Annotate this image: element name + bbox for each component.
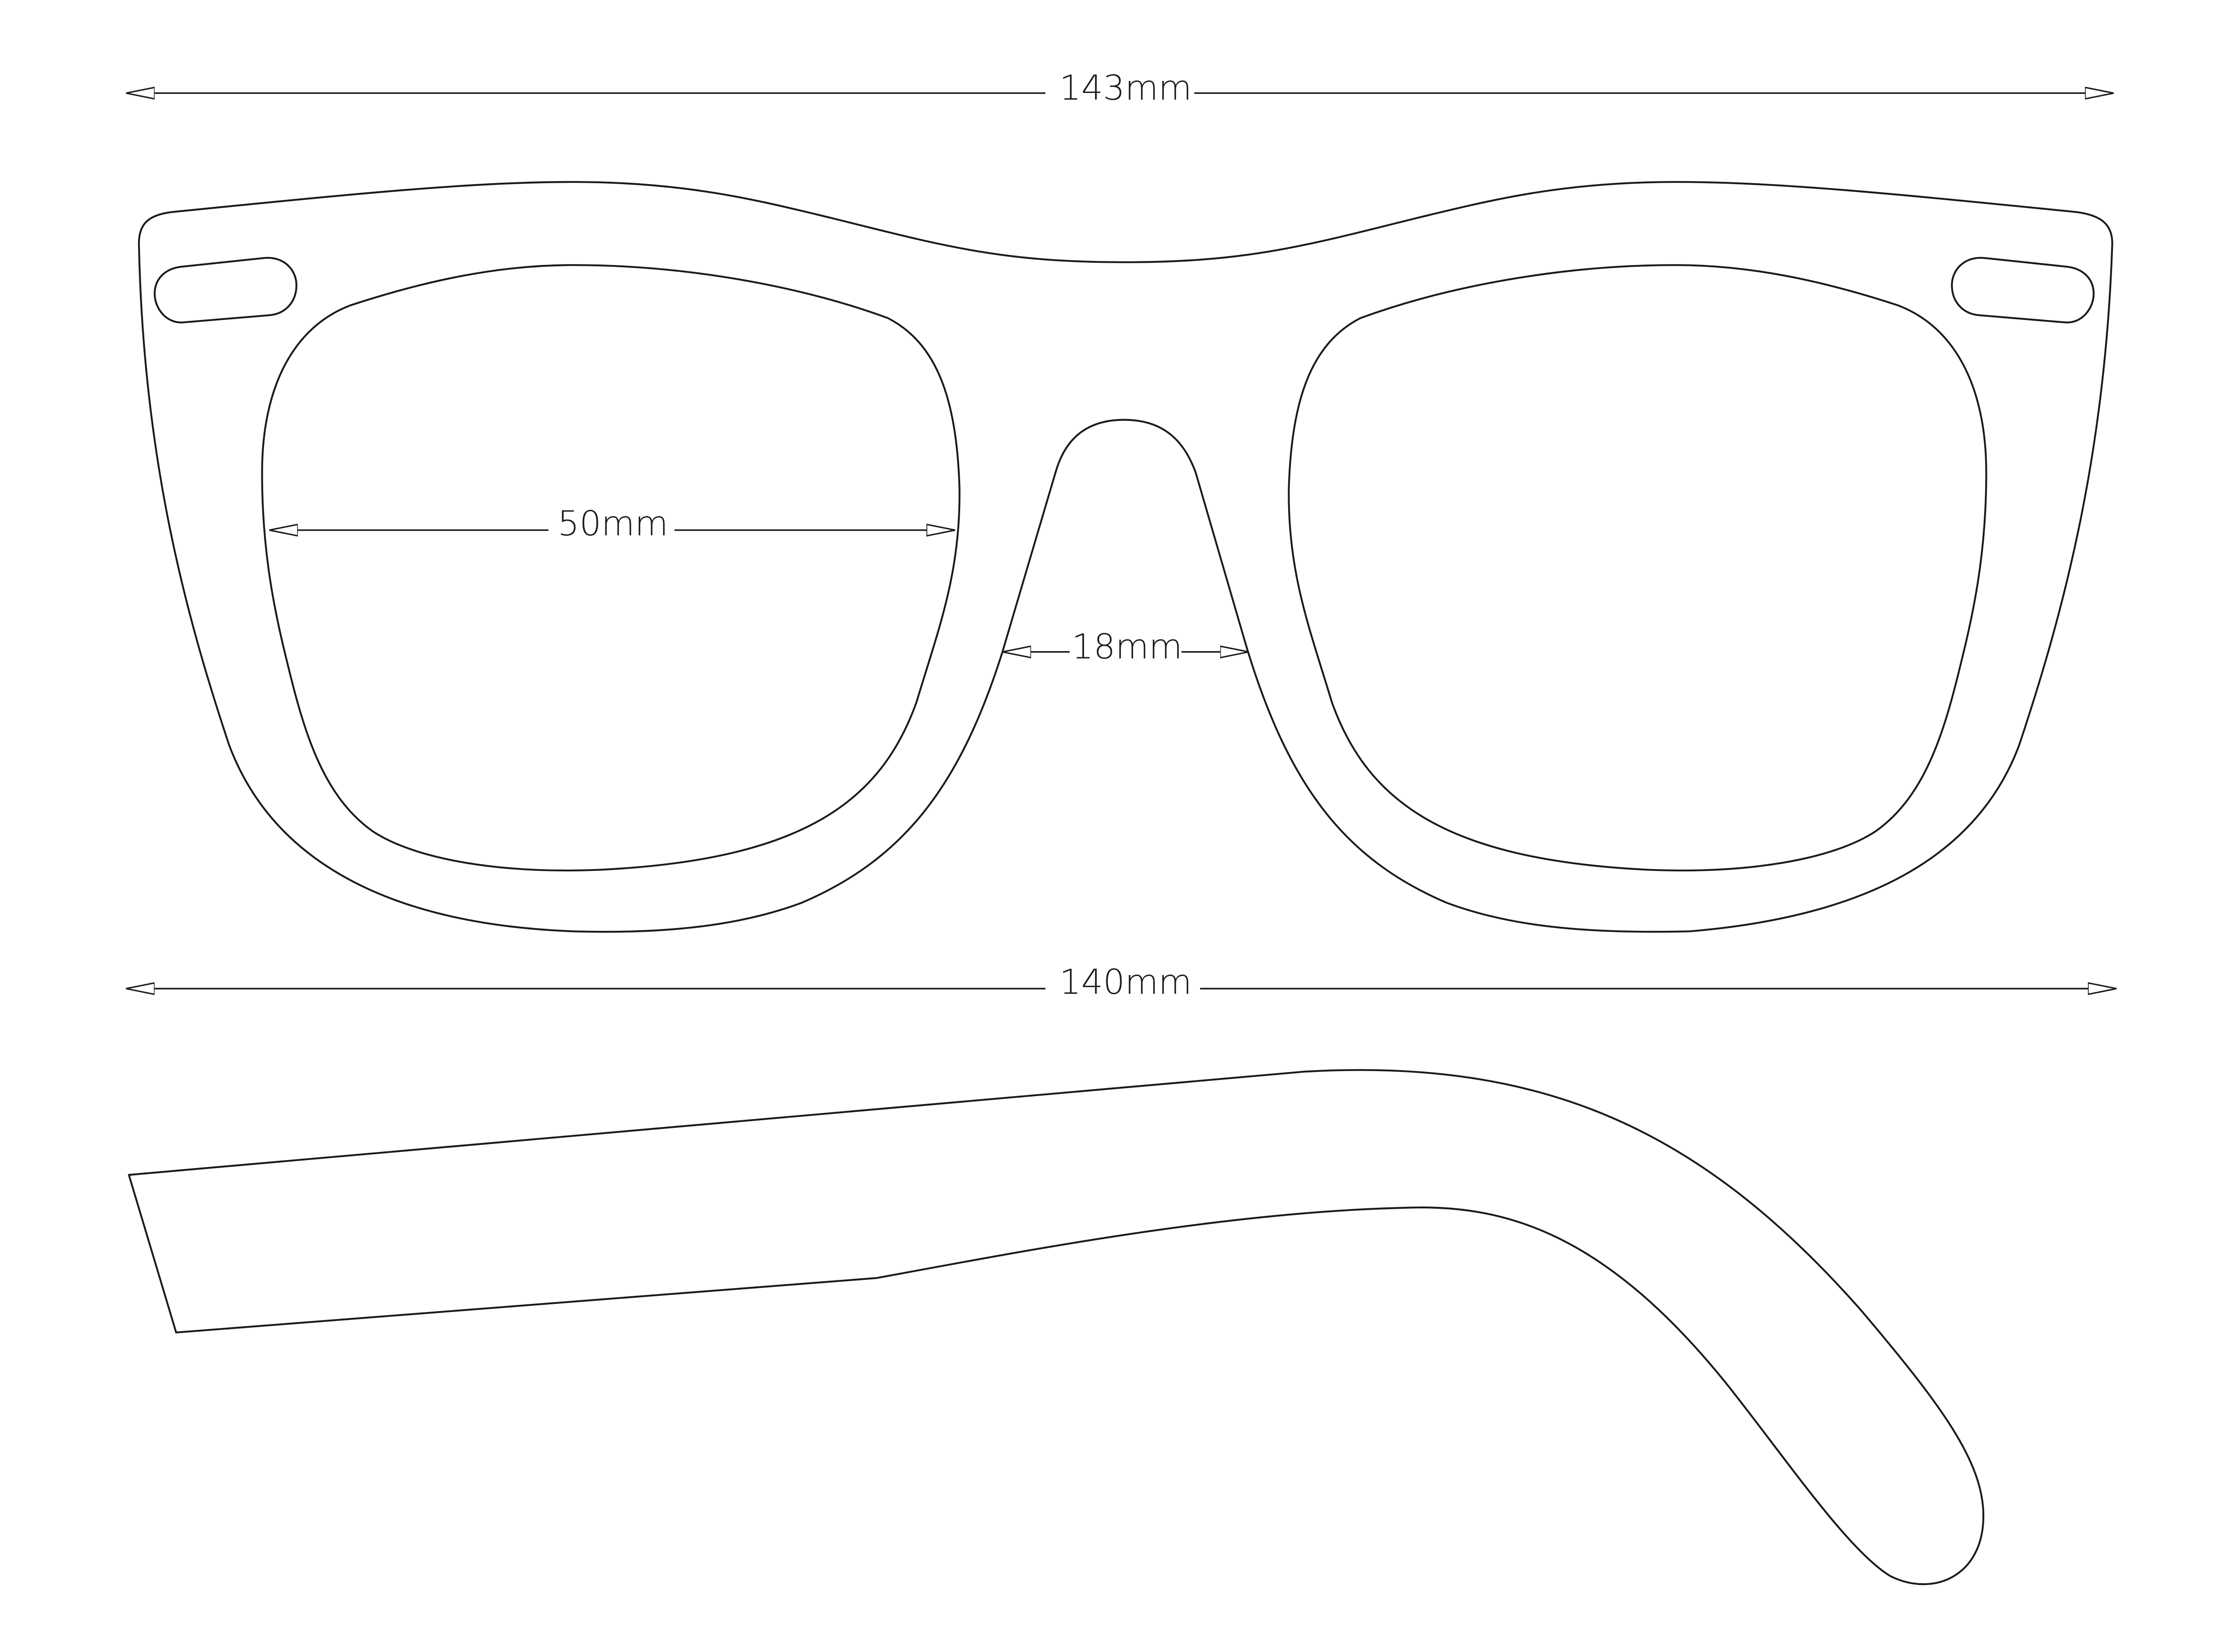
left-lens <box>261 264 961 872</box>
total-width-dimension: 143mm <box>126 68 2114 118</box>
temple-length-dimension: 140mm <box>126 963 2117 1012</box>
frame-front-outline <box>138 181 2113 933</box>
left-hinge-slot <box>154 257 298 324</box>
right-lens <box>1288 264 1987 872</box>
lens-width-dimension: 50mm <box>269 504 955 553</box>
temple-arm-outline <box>128 1069 1985 1585</box>
temple-length-label: 140mm <box>1059 963 1192 1002</box>
bridge-width-dimension: 18mm <box>1002 627 1249 677</box>
total-width-label: 143mm <box>1059 68 1192 108</box>
lens-width-label: 50mm <box>558 504 668 544</box>
bridge-width-label: 18mm <box>1072 627 1183 667</box>
right-hinge-slot <box>1951 257 2095 324</box>
